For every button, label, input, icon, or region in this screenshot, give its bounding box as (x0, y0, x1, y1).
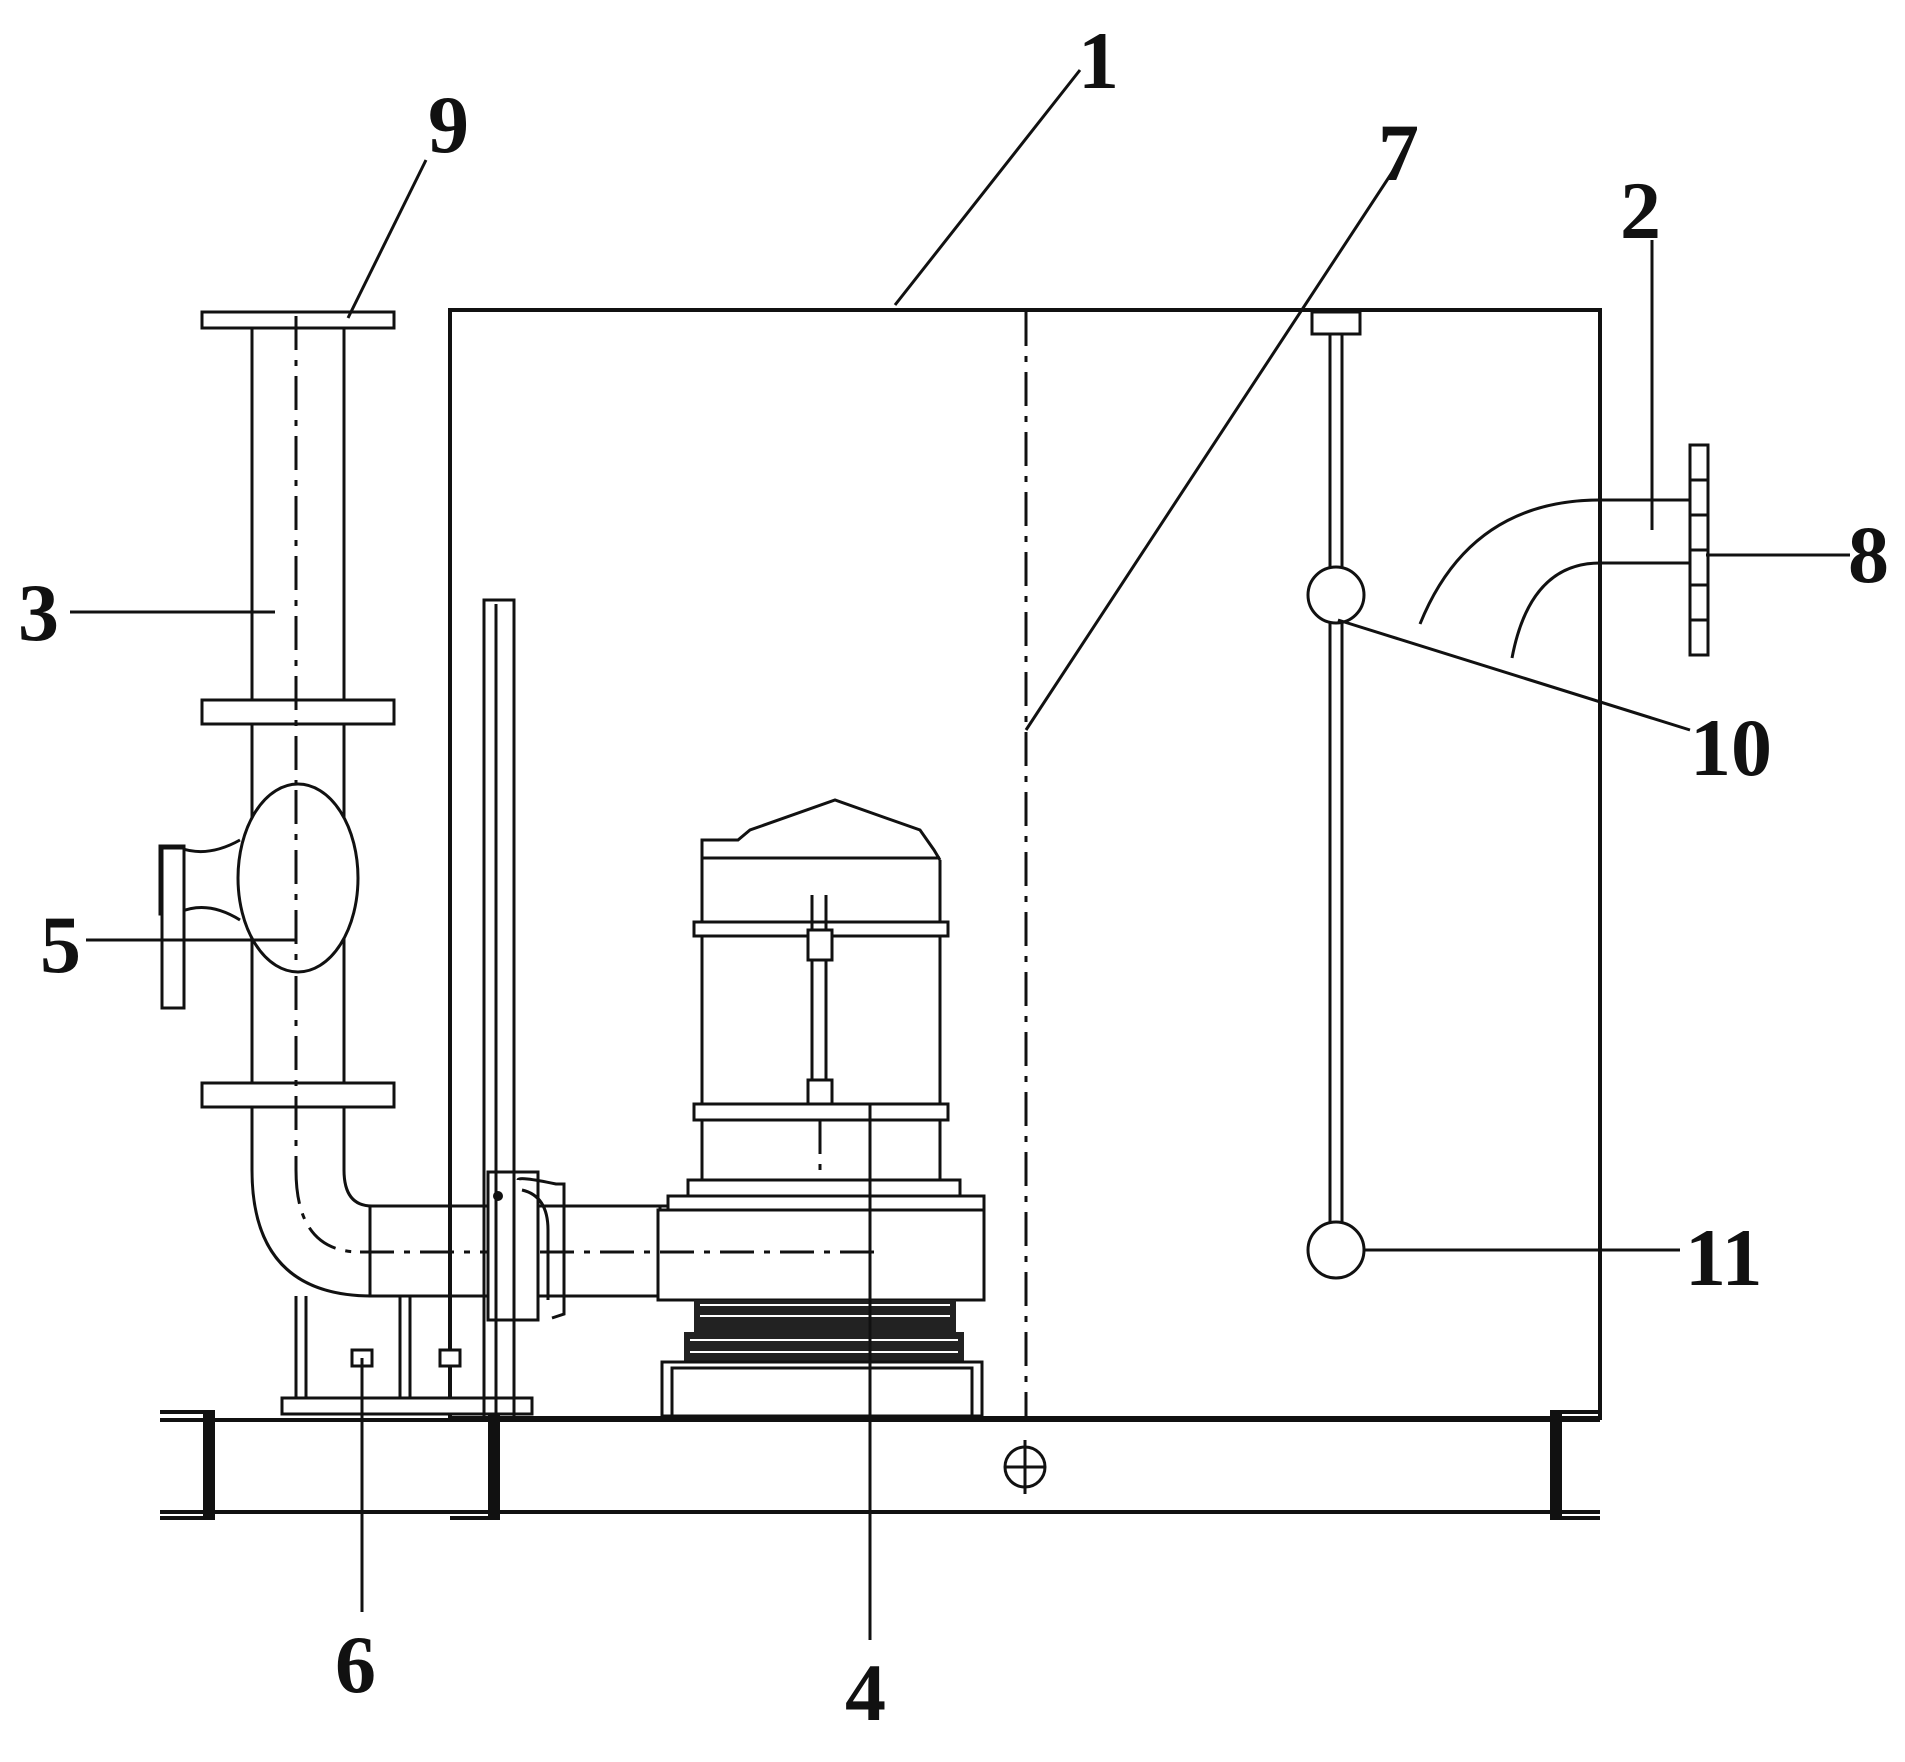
callout-11: 11 (1685, 1212, 1762, 1303)
pipe-support (280, 1296, 534, 1416)
callout-6: 6 (335, 1619, 376, 1710)
tank-body (448, 308, 1602, 1420)
callout-2: 2 (1620, 165, 1661, 256)
level-rod (1306, 310, 1366, 1280)
inlet-elbow (1418, 443, 1710, 659)
base-frame (160, 1410, 1600, 1520)
callout-10: 10 (1690, 702, 1772, 793)
callout-7: 7 (1378, 107, 1419, 198)
valve (158, 782, 360, 974)
valve-flange (160, 846, 186, 1010)
callout-1: 1 (1078, 15, 1119, 106)
callout-3: 3 (18, 567, 59, 658)
callout-8: 8 (1848, 509, 1889, 600)
guide-rail (482, 598, 516, 1420)
leader-lines (70, 69, 1850, 1640)
callout-5: 5 (40, 899, 81, 990)
callout-9: 9 (428, 79, 469, 170)
callout-4: 4 (845, 1647, 886, 1738)
callout-labels: 1 2 3 4 5 6 7 8 9 10 11 (18, 15, 1889, 1738)
pump (656, 798, 986, 1418)
